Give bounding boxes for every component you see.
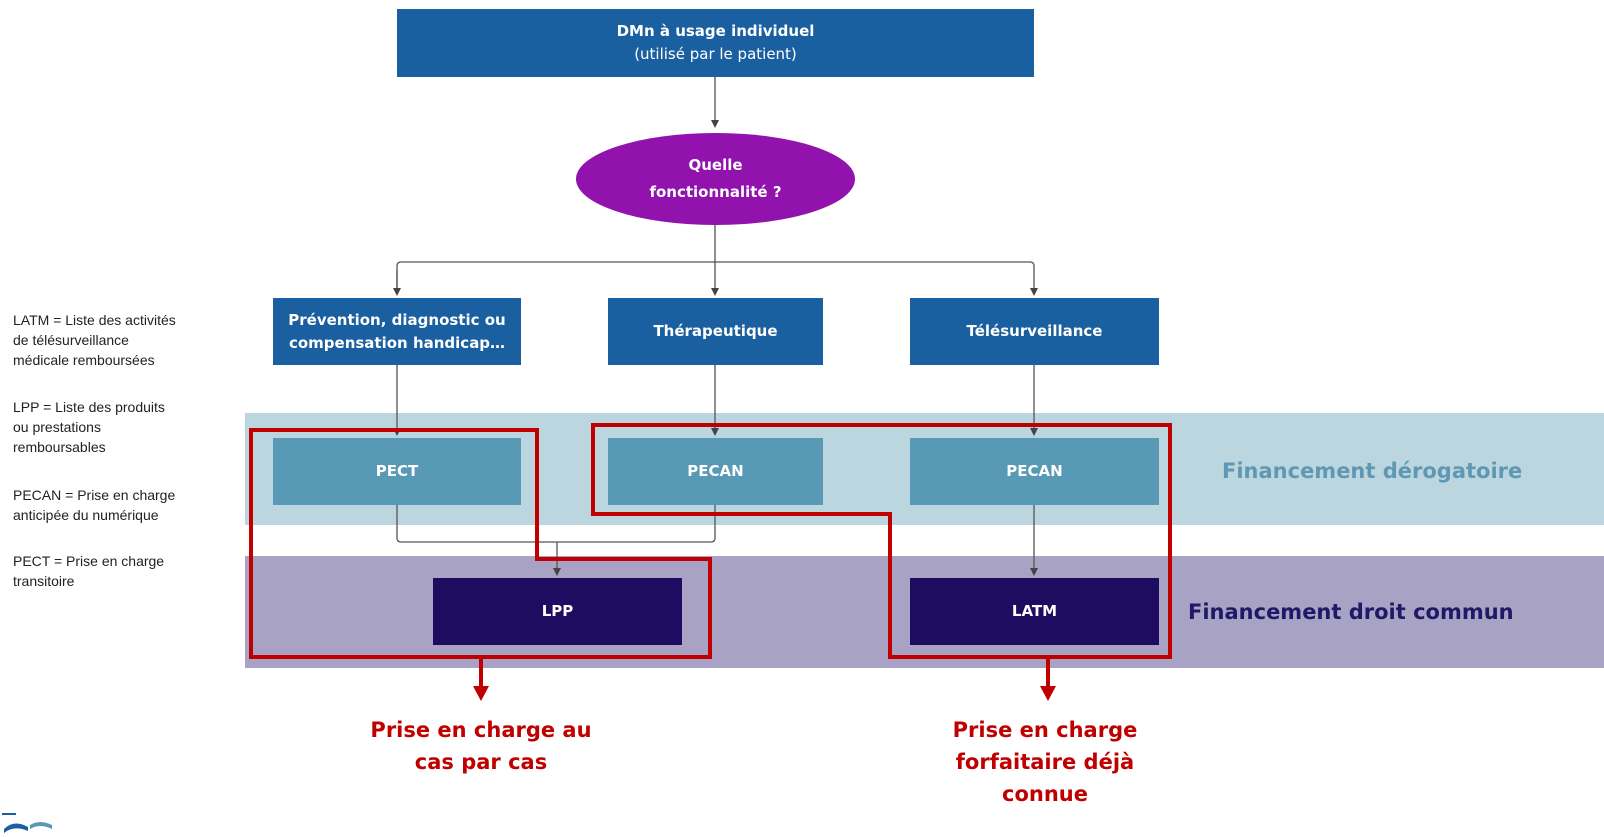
outcome1-line1: Prise en charge au bbox=[370, 718, 592, 742]
lpp-box: LPP bbox=[433, 578, 682, 645]
question-oval: Quelle fonctionnalité ? bbox=[576, 133, 855, 225]
legend-pecan: PECAN = Prise en charge anticipée du num… bbox=[13, 485, 208, 525]
branch-therapeutic: Thérapeutique bbox=[608, 298, 823, 365]
highlight-flat-rate bbox=[591, 423, 1172, 659]
legend-pecan-line1: PECAN = Prise en charge bbox=[13, 487, 176, 503]
legend-latm-line1: LATM = Liste des activités bbox=[13, 312, 176, 328]
common-law-label: Financement droit commun bbox=[1188, 600, 1514, 624]
branch-telesurveillance-label: Télésurveillance bbox=[966, 322, 1103, 340]
branch-prevention-line1: Prévention, diagnostic ou bbox=[288, 310, 506, 329]
outcome2-line1: Prise en charge bbox=[952, 718, 1138, 742]
legend-lpp-line3: remboursables bbox=[13, 439, 106, 455]
outcome-case-by-case: Prise en charge au cas par cas bbox=[330, 714, 632, 778]
top-box: DMn à usage individuel (utilisé par le p… bbox=[397, 9, 1034, 77]
branch-prevention-line2: compensation handicap… bbox=[288, 333, 506, 352]
logo-mark bbox=[2, 813, 52, 833]
lpp-label: LPP bbox=[541, 602, 574, 620]
pecan-label-1: PECAN bbox=[687, 462, 744, 480]
pecan-label-2: PECAN bbox=[1006, 462, 1063, 480]
question-line1: Quelle bbox=[688, 156, 743, 174]
legend-pect-line2: transitoire bbox=[13, 573, 75, 589]
top-box-title: DMn à usage individuel bbox=[616, 22, 815, 40]
derogatory-label: Financement dérogatoire bbox=[1222, 459, 1523, 483]
outcome2-line2: forfaitaire déjà bbox=[955, 750, 1135, 774]
top-box-subtitle: (utilisé par le patient) bbox=[634, 45, 797, 63]
arrow-down-icon bbox=[473, 686, 489, 701]
outcome-flat-rate: Prise en charge forfaitaire déjà connue bbox=[895, 714, 1195, 810]
legend-lpp-line2: ou prestations bbox=[13, 419, 101, 435]
highlight-case-by-case bbox=[249, 428, 712, 659]
connector-pect-pecan-merge bbox=[396, 505, 716, 543]
branch-therapeutic-label: Thérapeutique bbox=[653, 322, 778, 340]
pecan-box-telesurveillance: PECAN bbox=[910, 438, 1159, 505]
outcome1-line2: cas par cas bbox=[414, 750, 548, 774]
legend-latm: LATM = Liste des activités de télésurvei… bbox=[13, 310, 208, 370]
latm-box: LATM bbox=[910, 578, 1159, 645]
legend-pect-line1: PECT = Prise en charge bbox=[13, 553, 165, 569]
legend-pect: PECT = Prise en charge transitoire bbox=[13, 551, 208, 591]
branch-telesurveillance: Télésurveillance bbox=[910, 298, 1159, 365]
legend-lpp: LPP = Liste des produits ou prestations … bbox=[13, 397, 208, 457]
question-line2: fonctionnalité ? bbox=[649, 183, 782, 201]
latm-label: LATM bbox=[1011, 602, 1058, 620]
legend-latm-line3: médicale remboursées bbox=[13, 352, 155, 368]
legend-latm-line2: de télésurveillance bbox=[13, 332, 129, 348]
arrow-down-icon bbox=[1040, 686, 1056, 701]
legend-pecan-line2: anticipée du numérique bbox=[13, 507, 159, 523]
pect-box: PECT bbox=[273, 438, 521, 505]
branch-prevention: Prévention, diagnostic ou compensation h… bbox=[273, 298, 521, 365]
pect-label: PECT bbox=[375, 462, 419, 480]
outcome2-line3: connue bbox=[1002, 782, 1088, 806]
pecan-box-therapeutic: PECAN bbox=[608, 438, 823, 505]
legend-lpp-line1: LPP = Liste des produits bbox=[13, 399, 165, 415]
